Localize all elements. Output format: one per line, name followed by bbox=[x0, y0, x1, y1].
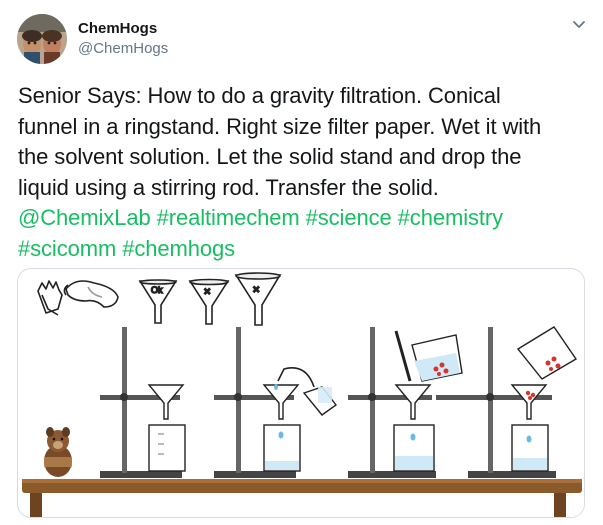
plush-hog-mascot bbox=[44, 427, 72, 477]
tweet-text-line: Senior Says: How to do a gravity filtrat… bbox=[18, 83, 501, 108]
tweet-text-line: the solvent solution. Let the solid stan… bbox=[18, 144, 522, 169]
lab-bench bbox=[22, 479, 582, 517]
gloves-icon bbox=[37, 280, 63, 316]
funnel-option-wrong-2: × bbox=[234, 272, 282, 326]
filter-paper-label: × bbox=[204, 286, 210, 298]
tweet-media-image[interactable]: Ok × × bbox=[17, 268, 585, 518]
funnel-option-ok: Ok bbox=[138, 279, 178, 324]
tweet-text: Senior Says: How to do a gravity filtrat… bbox=[18, 81, 590, 264]
funnel-option-wrong-1: × bbox=[188, 278, 230, 325]
filter-paper-label: × bbox=[253, 284, 259, 296]
ring-stand-3 bbox=[348, 327, 463, 478]
author-handle[interactable]: @ChemHogs bbox=[78, 40, 169, 57]
tweet-menu-button[interactable] bbox=[568, 14, 590, 36]
goggles-icon bbox=[63, 280, 119, 308]
ring-stand-4 bbox=[436, 326, 578, 478]
ring-stand-2 bbox=[214, 327, 338, 478]
hashtag-line[interactable]: @ChemixLab #realtimechem #science #chemi… bbox=[18, 205, 504, 230]
avatar-image bbox=[17, 14, 67, 64]
avatar[interactable] bbox=[17, 14, 67, 64]
chevron-down-icon bbox=[573, 21, 585, 28]
filtration-illustration: Ok × × bbox=[22, 272, 582, 517]
filter-paper-label: Ok bbox=[151, 285, 163, 295]
author-display-name[interactable]: ChemHogs bbox=[78, 20, 158, 37]
hashtag-line[interactable]: #scicomm #chemhogs bbox=[18, 235, 236, 261]
tweet-text-line: funnel in a ringstand. Right size filter… bbox=[18, 113, 542, 139]
ring-stand-1 bbox=[100, 327, 186, 478]
tweet-text-line: liquid using a stirring rod. Transfer th… bbox=[18, 174, 439, 200]
